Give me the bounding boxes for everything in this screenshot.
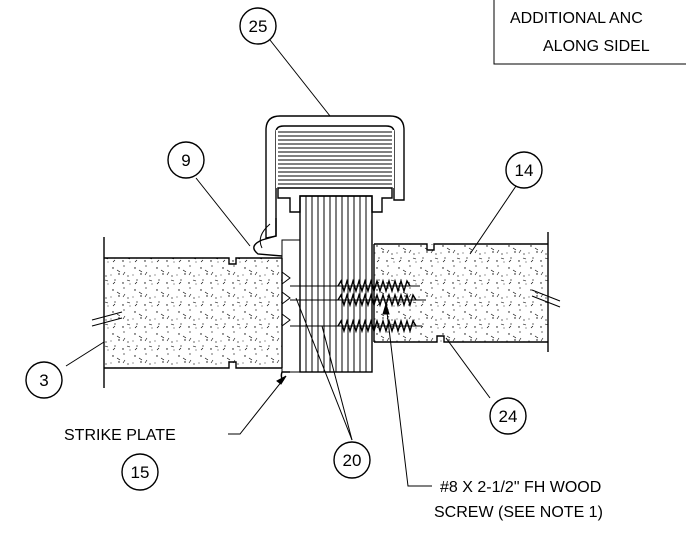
callout-25: 25: [239, 7, 277, 45]
wood-screws: [290, 278, 426, 334]
screw-3: [290, 318, 422, 334]
callout-15-label: 15: [131, 463, 150, 482]
weatherstrip: [253, 218, 283, 257]
note-line-1: ADDITIONAL ANC: [510, 10, 643, 27]
left-door-panel: [91, 237, 283, 388]
screw-label-line-1: #8 X 2-1/2" FH WOOD: [440, 479, 601, 496]
callout-3-label: 3: [39, 371, 48, 390]
callout-9: 9: [167, 141, 205, 179]
callout-20-label: 20: [343, 451, 362, 470]
frame-top-hatch: [278, 131, 392, 185]
frame-profile: [265, 115, 405, 239]
callout-14: 14: [505, 151, 543, 189]
callout-24-label: 24: [499, 407, 518, 426]
shim-stack: [281, 195, 373, 373]
callout-20: 20: [333, 441, 371, 479]
screw-1: [290, 278, 420, 294]
callout-25-label: 25: [249, 17, 268, 36]
callout-9-label: 9: [181, 151, 190, 170]
note-line-2: ALONG SIDEL: [543, 38, 650, 55]
callout-3: 3: [25, 361, 63, 399]
right-door-panel: [373, 232, 561, 352]
leader-lines: [65, 39, 517, 487]
screw-label-line-2: SCREW (SEE NOTE 1): [434, 504, 603, 521]
callout-15: 15: [121, 453, 159, 491]
callout-14-label: 14: [515, 161, 534, 180]
screw-2: [290, 292, 426, 308]
callout-24: 24: [489, 397, 527, 435]
note-box: ADDITIONAL ANC ALONG SIDEL: [493, 0, 686, 65]
strike-plate-label: STRIKE PLATE: [64, 427, 176, 444]
